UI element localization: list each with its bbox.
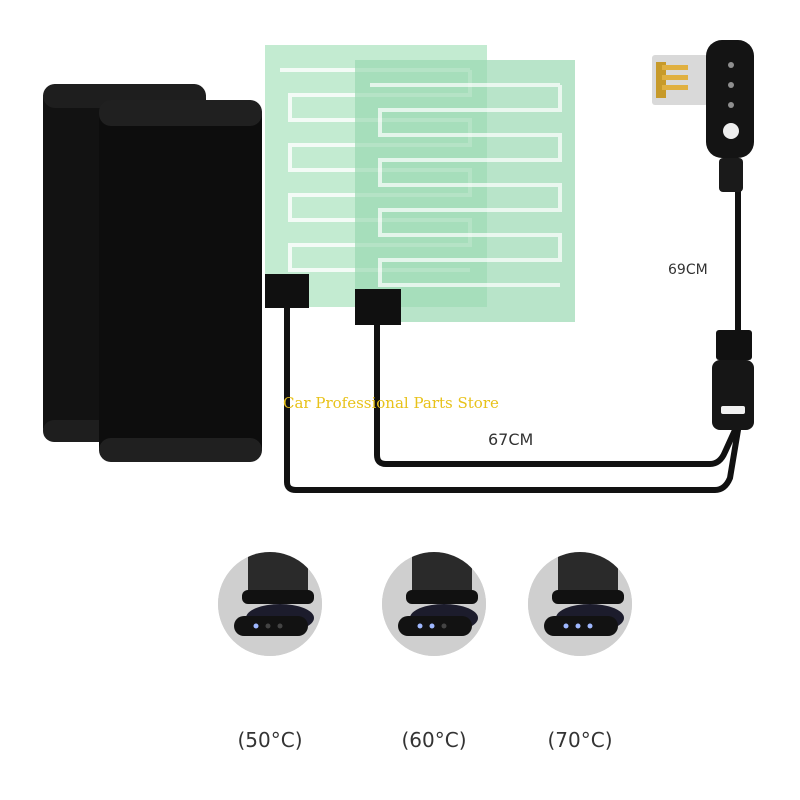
temperature-photo-50 <box>218 552 322 656</box>
temperature-label-50: (50°C) <box>237 728 303 752</box>
pad-connector-right <box>355 289 401 325</box>
product-illustration <box>43 40 754 493</box>
heating-film-front <box>355 60 575 322</box>
cable-switch-module <box>712 330 754 430</box>
temperature-photo-70 <box>528 552 632 656</box>
temperature-photo-60 <box>382 552 486 656</box>
cable-assembly <box>284 187 741 493</box>
temperature-label-70: (70°C) <box>547 728 613 752</box>
switch-cable-length-label: 69CM <box>668 262 708 278</box>
pad-connector-left <box>265 274 309 308</box>
temperature-label-60: (60°C) <box>401 728 467 752</box>
usb-plug <box>652 40 754 192</box>
sleeve-front <box>99 100 262 462</box>
store-watermark: Car Professional Parts Store <box>283 394 499 412</box>
pad-cable-length-label: 67CM <box>488 430 534 449</box>
